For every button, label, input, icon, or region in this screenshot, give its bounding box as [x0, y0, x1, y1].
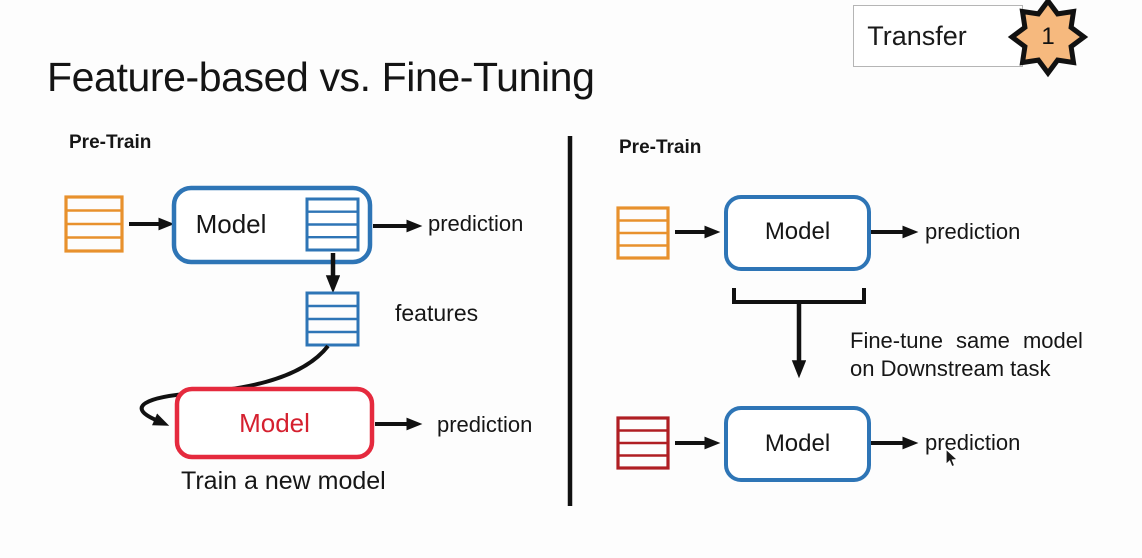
model-label-right-top: Model: [764, 218, 831, 245]
prediction-label-left-top: prediction: [428, 211, 524, 236]
hidden-features-icon: [305, 197, 360, 252]
finetune-note: Fine-tune same model on Downstream task: [850, 327, 1083, 383]
new-model-box: [174, 386, 375, 460]
prediction-label-right-top: prediction: [925, 219, 1021, 244]
features-icon: [305, 291, 360, 347]
model-label-right-bottom: Model: [764, 430, 831, 457]
finetune-note-line1: Fine-tune same model: [850, 328, 1083, 353]
features-label: features: [395, 300, 479, 326]
mouse-cursor-icon: [945, 447, 959, 468]
model-box-right-bottom: [724, 406, 871, 482]
transfer-badge: Transfer: [853, 5, 1023, 67]
pretrain-label-left: Pre-Train: [69, 132, 152, 153]
pretrain-label-right: Pre-Train: [619, 137, 702, 158]
model-label-left: Model: [195, 209, 267, 239]
train-new-model-caption: Train a new model: [181, 467, 386, 495]
badge-number: 1: [1041, 23, 1055, 50]
star-badge-icon: [1007, 0, 1089, 78]
input-data-icon-left: [64, 195, 124, 253]
new-model-label: Model: [239, 408, 310, 438]
bracket: [732, 288, 866, 304]
input-data-icon-right: [616, 206, 670, 260]
transfer-badge-label: Transfer: [867, 20, 967, 51]
prediction-label-left-bottom: prediction: [437, 412, 533, 437]
downstream-data-icon: [616, 416, 670, 470]
page-title: Feature-based vs. Fine-Tuning: [47, 54, 595, 100]
finetune-note-line2: on Downstream task: [850, 356, 1051, 381]
model-box-right-top: [724, 195, 871, 271]
pretrained-model-box-left: [171, 185, 373, 265]
prediction-label-right-bottom: prediction: [925, 430, 1021, 455]
